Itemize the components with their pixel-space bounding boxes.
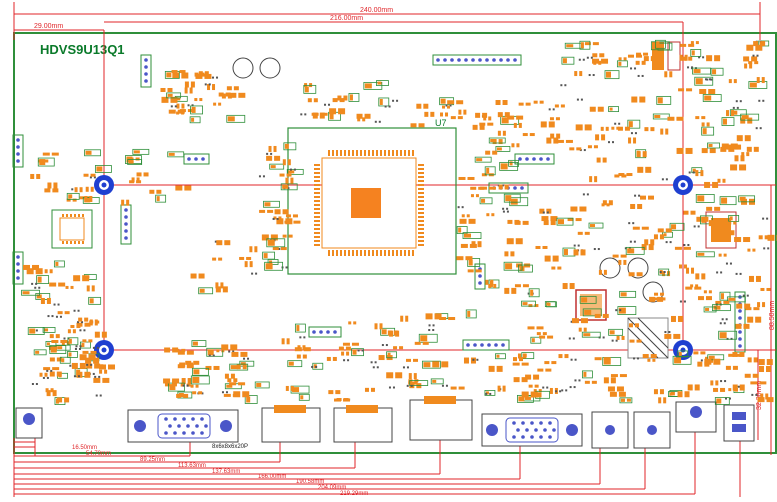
dim-overall-width: 240.00mm bbox=[360, 7, 393, 14]
capacitor-top-2 bbox=[260, 58, 280, 78]
chip-u7-die bbox=[351, 188, 381, 218]
connector-hdmi-2 bbox=[334, 405, 392, 442]
connector-power bbox=[724, 405, 754, 441]
connector-hdmi-3 bbox=[410, 396, 472, 440]
connector-vga-right bbox=[482, 414, 582, 446]
connector-left bbox=[16, 408, 42, 438]
dim-hole-span-height: 88.50mm bbox=[769, 301, 776, 330]
dim-bottom-166-00: 166.00mm bbox=[258, 474, 286, 480]
dim-bottom-219-29: 219.29mm bbox=[340, 491, 368, 497]
dim-bottom-54-70: 54.70mm bbox=[86, 451, 111, 457]
connector-audio-1 bbox=[592, 412, 628, 448]
inductor-lower-right bbox=[628, 318, 668, 358]
mount-hole-bottom-left bbox=[94, 340, 114, 360]
mount-hole-top-left bbox=[94, 175, 114, 195]
connector-usb bbox=[676, 402, 716, 432]
dim-hole-span-width: 216.00mm bbox=[330, 15, 363, 22]
dim-bottom-89-25: 89.25mm bbox=[140, 457, 165, 463]
capacitor-top-1 bbox=[233, 58, 253, 78]
capacitor-right-1 bbox=[600, 258, 620, 278]
mount-hole-top-right bbox=[673, 175, 693, 195]
connector-pitch-label: 8x6x8x6x20P bbox=[212, 444, 248, 450]
dim-bottom-137-63: 137.63mm bbox=[212, 469, 240, 475]
chip-u7-label: U7 bbox=[435, 118, 447, 128]
connector-audio-2 bbox=[634, 412, 670, 448]
board-name-label: HDVS9U13Q1 bbox=[40, 42, 125, 57]
dim-bottom-113-63: 113.63mm bbox=[178, 463, 206, 469]
dim-left-hole-offset: 29.00mm bbox=[34, 23, 63, 30]
connector-vga-left bbox=[128, 410, 238, 442]
connector-hdmi-1 bbox=[262, 405, 320, 442]
